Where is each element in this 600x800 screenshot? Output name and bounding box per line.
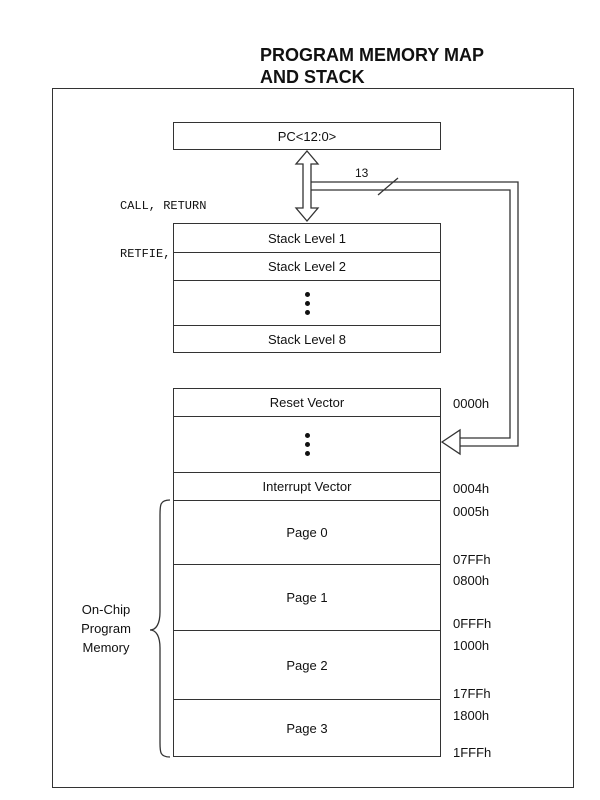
page-3-box: Page 3 (173, 699, 441, 757)
address-interrupt: 0004h (453, 481, 490, 496)
stack-level-8: Stack Level 8 (173, 325, 441, 353)
address-page-3-end: 1FFFh (453, 745, 492, 760)
ellipsis-dot (304, 291, 310, 297)
pc-bus-inner-line (311, 189, 511, 439)
address-page-2-end: 17FFh (453, 686, 491, 701)
ellipsis-dot (304, 309, 310, 315)
title-line-1: PROGRAM MEMORY MAP (260, 45, 485, 65)
page-0-box: Page 0 (173, 500, 441, 565)
side-label-line-1: On-Chip (81, 602, 131, 617)
diagram-frame (52, 88, 574, 788)
address-page-2-start: 1000h (453, 638, 490, 653)
stack-level-2-label: Stack Level 2 (267, 259, 347, 274)
on-chip-memory-brace (149, 499, 171, 758)
title-line-2: AND STACK (260, 67, 365, 87)
ellipsis-dot (304, 451, 310, 456)
address-page-0-end: 07FFh (453, 552, 491, 567)
bus-width-label: 13 (355, 166, 369, 180)
pc-register-box: PC<12:0> (173, 122, 441, 150)
page-2-box: Page 2 (173, 630, 441, 700)
page-0-label: Page 0 (286, 525, 328, 540)
stack-level-1-label: Stack Level 1 (267, 230, 347, 246)
instruction-line-1: CALL, RETURN (120, 199, 207, 213)
page-2-label: Page 2 (286, 657, 328, 673)
ellipsis-dot (304, 300, 310, 306)
pc-bus-outer-line (311, 181, 519, 447)
on-chip-memory-label: On-Chip Program Memory (66, 600, 146, 657)
pc-bus-arrowhead (440, 428, 461, 456)
pc-label: PC<12:0> (277, 128, 337, 144)
bus-width-slash (377, 177, 399, 196)
ellipsis-dot (304, 433, 310, 438)
ellipsis-dot (304, 442, 310, 447)
diagram-title: PROGRAM MEMORY MAP AND STACK (260, 44, 580, 88)
reset-vector-label: Reset Vector (269, 395, 345, 410)
page-3-label: Page 3 (286, 720, 328, 736)
pc-stack-double-arrow (294, 149, 320, 223)
interrupt-vector-label: Interrupt Vector (262, 479, 352, 494)
address-page-1-start: 0800h (453, 573, 490, 588)
page-1-label: Page 1 (286, 590, 328, 605)
side-label-line-3: Memory (82, 640, 130, 655)
page-1-box: Page 1 (173, 564, 441, 631)
address-page-0-start: 0005h (453, 504, 490, 519)
reset-vector-box: Reset Vector (173, 388, 441, 417)
side-label-line-2: Program (81, 621, 131, 636)
address-page-1-end: 0FFFh (453, 616, 492, 631)
address-reset: 0000h (453, 396, 490, 411)
stack-level-8-label: Stack Level 8 (267, 331, 347, 347)
address-page-3-start: 1800h (453, 708, 490, 723)
